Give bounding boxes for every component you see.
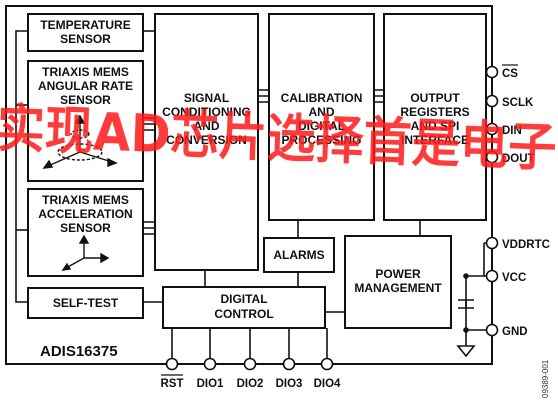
part-number: ADIS16375: [40, 343, 118, 360]
pin-dout-pad: [485, 150, 499, 164]
temperature-label-1: TEMPERATURE: [40, 18, 130, 32]
accel-label-3: SENSOR: [60, 221, 111, 235]
pin-vcc-pad: [485, 269, 499, 283]
temperature-sensor-block: TEMPERATURE SENSOR: [27, 13, 144, 52]
signal-label-2: CONDITIONING: [162, 105, 251, 119]
bottom-pins: RST DIO1 DIO2 DIO3 DIO4: [161, 357, 341, 390]
calibration-block: CALIBRATION AND DIGITAL PROCESSING: [268, 13, 375, 221]
alarms-label: ALARMS: [273, 248, 324, 262]
output-registers-block: OUTPUT REGISTERS AND SPI INTERFACE: [383, 13, 487, 221]
pin-dio3-pad: [282, 357, 296, 371]
gyro-sensor-block: TRIAXIS MEMS ANGULAR RATE SENSOR: [27, 60, 144, 182]
output-label-2: REGISTERS: [400, 105, 469, 119]
pin-gnd-label: GND: [502, 326, 528, 338]
signal-label-3: AND: [194, 119, 220, 133]
pin-dio1-pad: [203, 357, 217, 371]
self-test-label: SELF-TEST: [53, 296, 119, 310]
right-pins: CS SCLK DIN DOUT VDDRTC VCC GND: [463, 64, 550, 338]
digital-control-block: DIGITAL CONTROL: [162, 286, 326, 329]
pin-dio2-label: DIO2: [237, 378, 264, 390]
pin-din-pad: [485, 122, 499, 136]
power-label-1: POWER: [375, 267, 421, 281]
pin-rst-pad: [165, 357, 179, 371]
digital-label-2: CONTROL: [214, 307, 273, 321]
pin-gnd-pad: [485, 323, 499, 337]
gyro-label-2: ANGULAR RATE: [38, 79, 133, 93]
pin-sclk-label: SCLK: [502, 97, 534, 109]
power-management-block: POWER MANAGEMENT: [344, 235, 452, 329]
pin-dio3-label: DIO3: [276, 378, 303, 390]
gyro-label-3: SENSOR: [60, 93, 111, 107]
signal-conditioning-block: SIGNAL CONDITIONING AND CONVERSION: [154, 13, 259, 271]
rotation-axes-icon: [42, 114, 118, 169]
pin-vcc-label: VCC: [502, 272, 526, 284]
calibration-label-2: AND: [309, 105, 335, 119]
pin-dio2-pad: [243, 357, 257, 371]
pin-vddrtc-pad: [485, 236, 499, 250]
calibration-label-1: CALIBRATION: [281, 91, 363, 105]
pin-cs-pad: [485, 65, 499, 79]
signal-label-4: CONVERSION: [166, 133, 247, 147]
output-label-1: OUTPUT: [410, 91, 460, 105]
gyro-label-1: TRIAXIS MEMS: [42, 65, 129, 79]
self-test-block: SELF-TEST: [27, 287, 144, 319]
junction-dot: [463, 327, 469, 333]
power-label-2: MANAGEMENT: [354, 281, 442, 295]
pin-vddrtc-label: VDDRTC: [502, 239, 550, 251]
calibration-label-3: DIGITAL: [298, 119, 345, 133]
accel-label-1: TRIAXIS MEMS: [42, 193, 129, 207]
pin-cs-label: CS: [502, 68, 518, 80]
linear-axes-icon: [61, 234, 110, 271]
calibration-label-4: PROCESSING: [281, 133, 361, 147]
pin-sclk-pad: [485, 94, 499, 108]
digital-label-1: DIGITAL: [220, 292, 267, 306]
alarms-block: ALARMS: [263, 237, 335, 273]
pin-rst-label: RST: [161, 378, 184, 390]
pin-dio4-pad: [320, 357, 334, 371]
pin-dio1-label: DIO1: [197, 378, 224, 390]
temperature-label-2: SENSOR: [60, 32, 111, 46]
output-label-3: AND SPI: [411, 119, 460, 133]
junction-dot: [463, 273, 469, 279]
signal-label-1: SIGNAL: [184, 91, 229, 105]
output-label-4: INTERFACE: [401, 133, 469, 147]
pin-dout-label: DOUT: [502, 153, 535, 165]
pin-din-label: DIN: [502, 125, 522, 137]
pin-dio4-label: DIO4: [314, 378, 341, 390]
accel-sensor-block: TRIAXIS MEMS ACCELERATION SENSOR: [27, 188, 144, 277]
figure-code: 09389-001: [541, 359, 550, 398]
accel-label-2: ACCELERATION: [38, 207, 132, 221]
